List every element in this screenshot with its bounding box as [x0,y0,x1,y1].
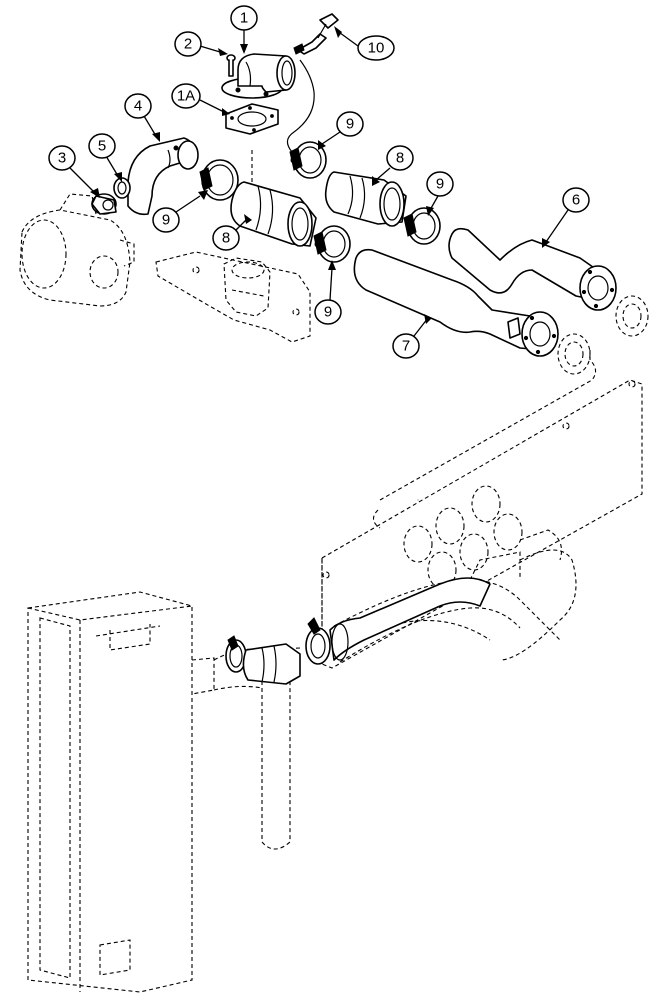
flange-gasket-upper [615,295,649,337]
sensor-part-10 [293,13,339,55]
callout-6-label: 6 [572,192,580,209]
callout-1-label: 1 [240,10,248,27]
callout-10: 10 [334,26,395,61]
callout-9-middle-label: 9 [324,304,332,321]
radiator-phantom [27,591,215,993]
callout-1a: 1A [171,83,230,116]
gasket-part-1a [225,103,279,135]
callout-3: 3 [48,145,100,198]
lower-clamp-left [225,635,247,673]
flange-gasket-lower [557,333,591,375]
callout-1: 1 [230,5,258,54]
sensor-wire [286,59,315,153]
callout-8-right: 8 [372,145,414,186]
sleeve-part-8-right [324,171,407,227]
callout-2-label: 2 [184,36,192,53]
callout-8-right-label: 8 [396,150,404,167]
callout-6: 6 [542,187,590,248]
clamp-part-9-left [199,159,239,201]
bolt-part-2 [226,54,236,77]
sleeve-part-8-left [230,181,317,247]
callout-3-label: 3 [58,150,66,167]
clamp-part-9-middle [313,225,351,263]
lower-clamp-right [305,617,331,665]
callout-4-label: 4 [134,98,142,115]
callout-4: 4 [124,93,160,142]
offset-pipe-part-6 [448,227,617,311]
callout-9-right-label: 9 [436,176,444,193]
adapter-part-3 [91,193,117,215]
callout-9-top: 9 [318,111,364,150]
callout-7: 7 [392,314,432,359]
callout-10-label: 10 [368,40,385,57]
cooler-plate-phantom [321,350,643,669]
callout-8-left: 8 [212,214,252,251]
callout-7-label: 7 [402,338,410,355]
callout-5: 5 [88,133,122,182]
callout-9-middle: 9 [314,260,342,325]
offset-pipe-part-7 [353,248,559,357]
clamp-part-9-top [289,141,327,179]
callout-9-left-label: 9 [162,212,170,229]
callout-9-right: 9 [426,171,454,216]
elbow-part-1 [221,53,296,99]
callout-9-top-label: 9 [346,116,354,133]
turbo-mount-phantom [155,251,311,343]
lower-coupler [242,643,301,685]
callout-8-left-label: 8 [222,230,230,247]
callout-5-label: 5 [98,138,106,155]
callout-1a-label: 1A [177,88,195,105]
callout-2: 2 [174,31,228,57]
callout-9-left: 9 [152,190,208,233]
curved-hose-part-4 [127,137,199,216]
engine-phantom [19,193,135,307]
lower-hose [329,577,491,661]
clamp-part-9-right [403,207,441,245]
